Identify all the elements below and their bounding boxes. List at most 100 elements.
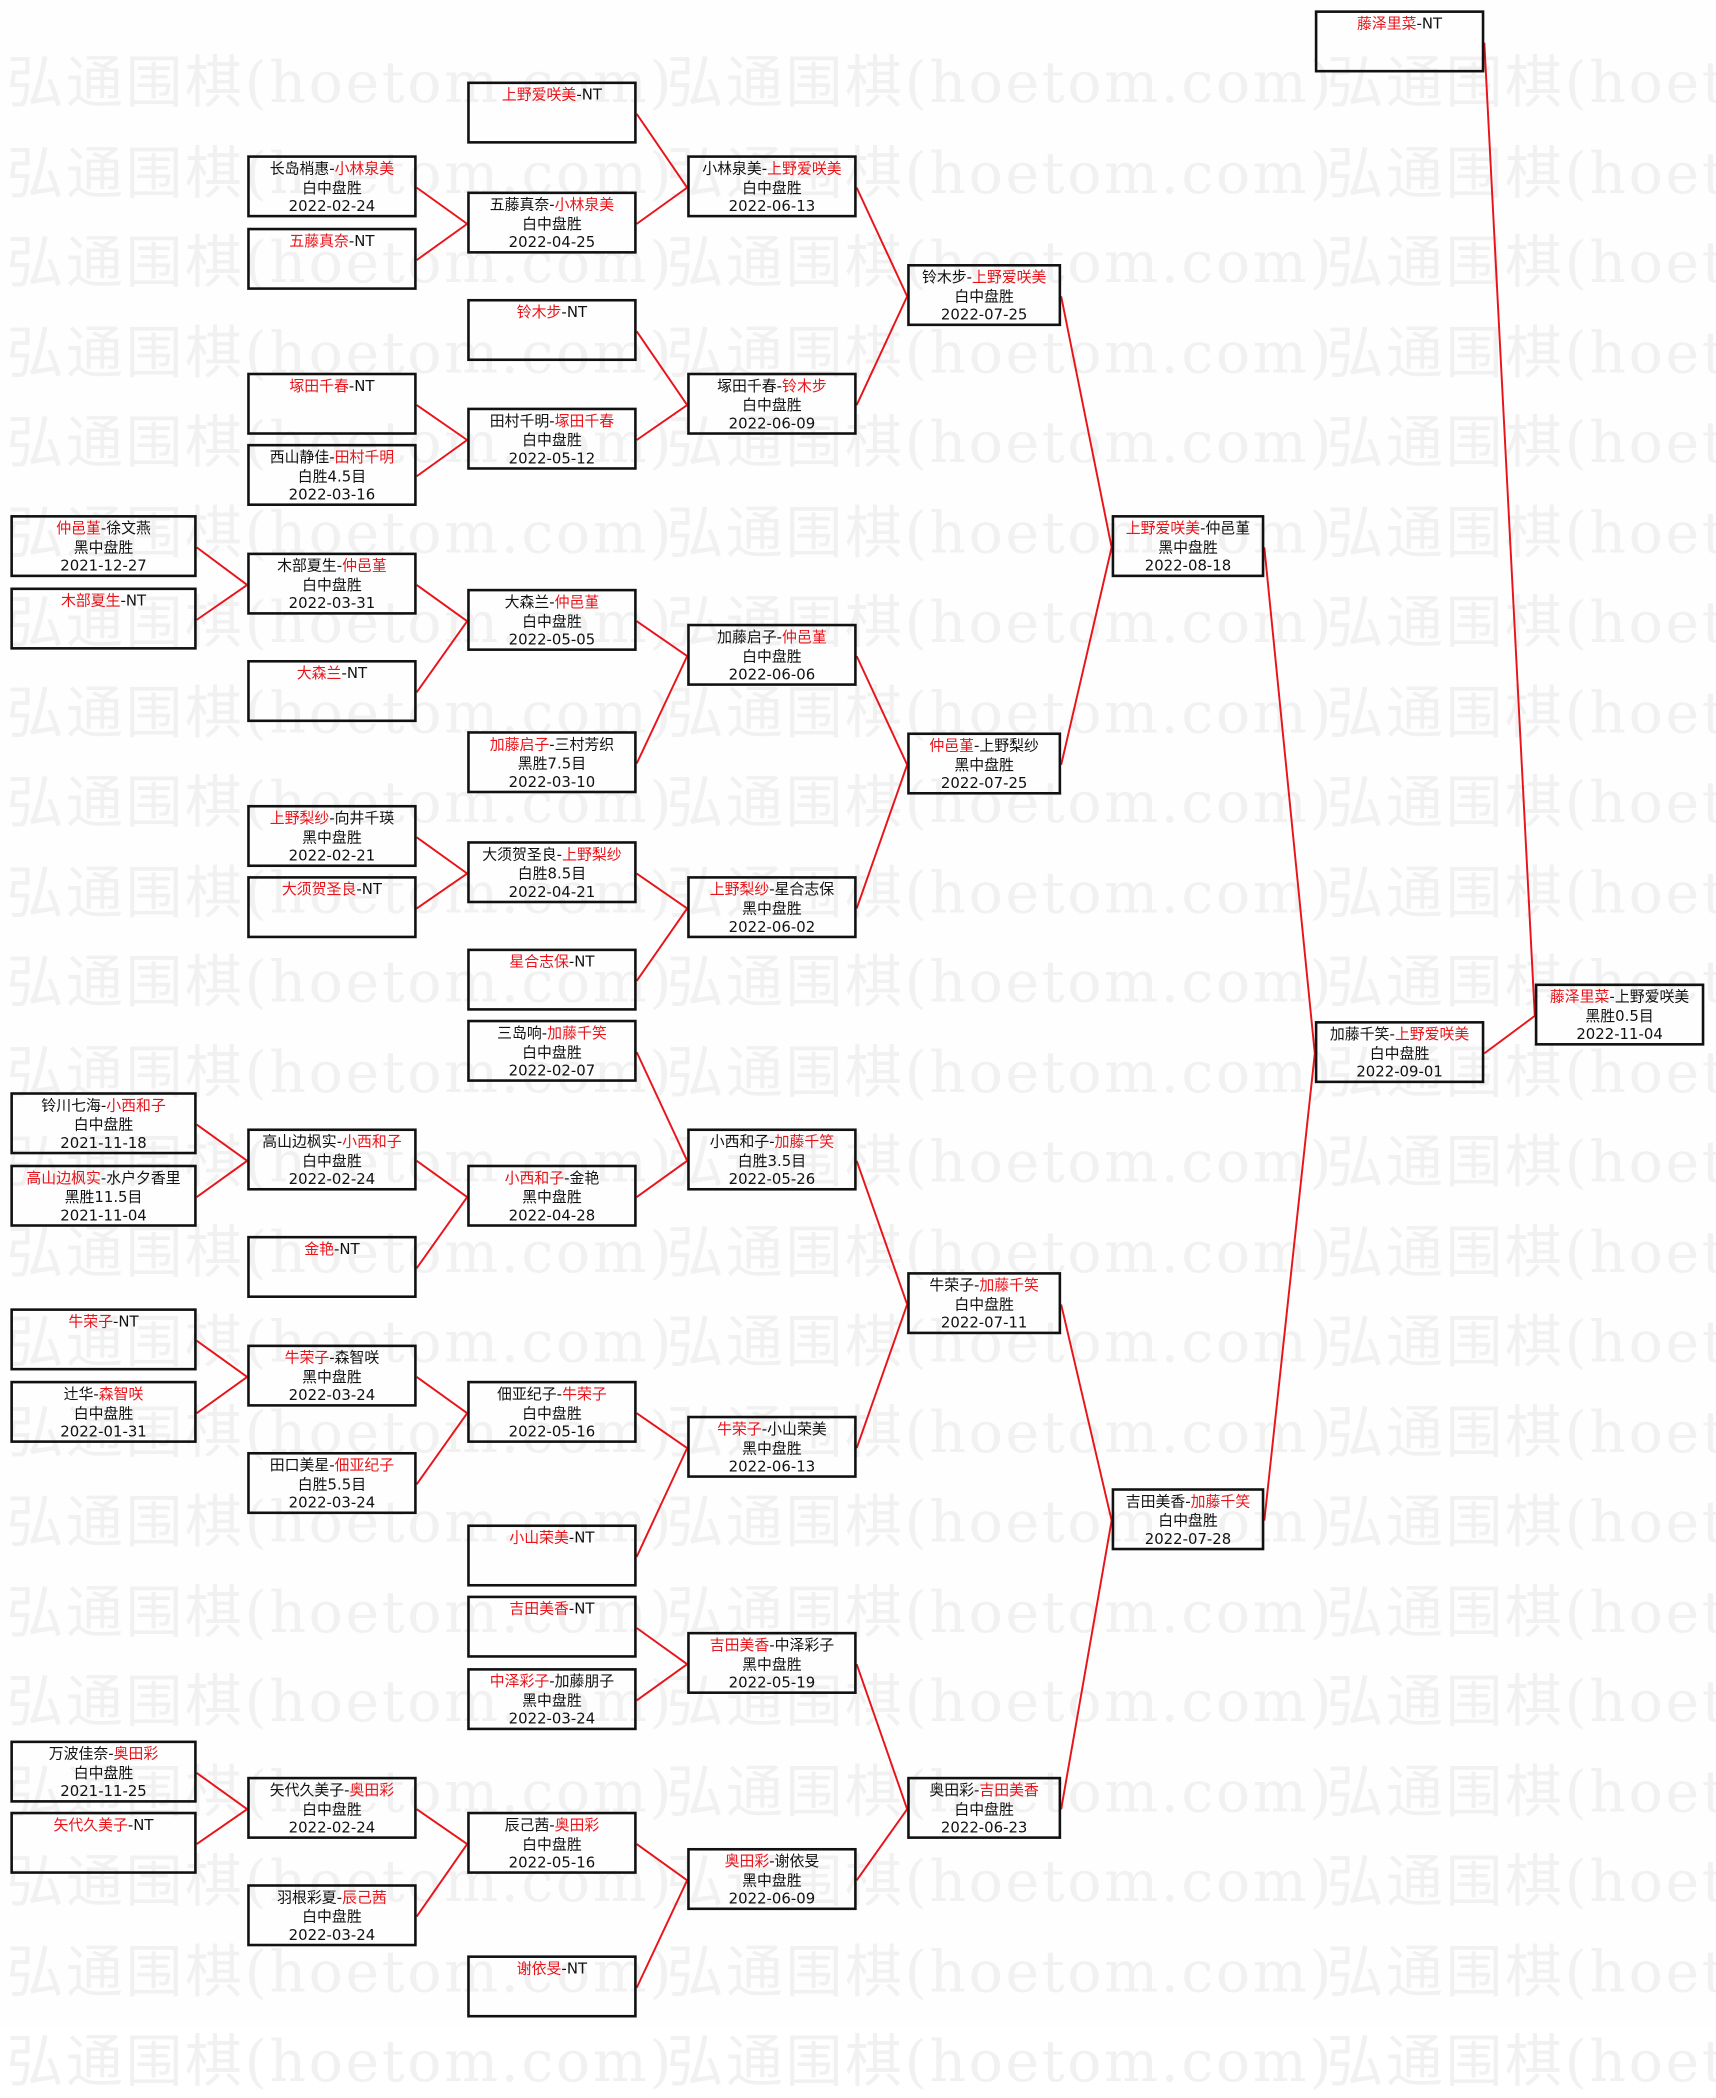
- match-players: 加藤启子-仲邑堇: [690, 628, 854, 647]
- match-box: 牛荣子-NT: [10, 1308, 197, 1371]
- match-result: 白中盘胜: [1158, 1510, 1218, 1529]
- match-result: 黑中盘胜: [742, 1654, 802, 1673]
- match-date: 2022-03-24: [508, 1709, 596, 1728]
- player-two: 仲邑堇: [782, 627, 827, 646]
- player-two: NT: [574, 1599, 595, 1618]
- bracket-connector: [636, 872, 688, 910]
- match-players: 仲邑堇-徐文燕: [13, 519, 194, 538]
- bracket-connector: [635, 113, 688, 189]
- player-one: 小西和子: [504, 1168, 565, 1187]
- match-date: 2021-12-27: [60, 556, 147, 575]
- match-players: 木部夏生-仲邑堇: [250, 556, 414, 575]
- match-players: 铃木步-上野爱咲美: [910, 268, 1059, 287]
- match-result: 白胜8.5目: [517, 863, 587, 882]
- separator: -: [561, 1959, 567, 1978]
- match-date: 2021-11-04: [60, 1206, 147, 1225]
- match-players: 小林泉美-上野爱咲美: [690, 159, 854, 178]
- player-two: 小山荣美: [767, 1419, 827, 1438]
- player-one: 牛荣子: [68, 1312, 114, 1331]
- match-date: 2022-06-06: [728, 665, 816, 684]
- bracket-connector: [196, 1808, 248, 1845]
- player-one: 金艳: [304, 1239, 334, 1258]
- separator: -: [761, 159, 768, 178]
- match-date: 2022-06-09: [728, 1889, 816, 1908]
- match-date: 2022-01-31: [60, 1422, 147, 1441]
- separator: -: [336, 1132, 343, 1151]
- match-players: 中泽彩子-加藤朋子: [470, 1672, 634, 1691]
- bracket-connector: [196, 1772, 248, 1810]
- match-players: 小西和子-金艳: [470, 1169, 634, 1188]
- player-one: 万波佳奈: [48, 1744, 109, 1763]
- bracket-connector: [636, 186, 688, 225]
- match-date: 2022-07-28: [1144, 1529, 1232, 1548]
- player-one: 牛荣子: [717, 1419, 762, 1438]
- match-result: 黑中盘胜: [1158, 537, 1218, 556]
- player-one: 奥田彩: [929, 1780, 975, 1799]
- match-date: 2022-03-24: [288, 1925, 376, 1944]
- match-players: 高山边枫实-水户夕香里: [13, 1169, 194, 1188]
- match-result: 白中盘胜: [302, 177, 362, 197]
- bracket-connector: [636, 404, 688, 441]
- match-players: 牛荣子-小山荣美: [690, 1420, 854, 1439]
- match-box: 上野爱咲美-NT: [467, 81, 637, 144]
- player-two: 森智咲: [98, 1384, 144, 1403]
- separator: -: [776, 376, 783, 395]
- player-two: NT: [581, 85, 602, 104]
- bracket-connector: [416, 584, 468, 622]
- match-box: 小山荣美-NT: [467, 1524, 637, 1587]
- player-two: 向井千瑛: [334, 808, 395, 827]
- match-players: 吉田美香-加藤千笑: [1114, 1492, 1262, 1511]
- separator: -: [356, 879, 362, 899]
- player-one: 上野爱咲美: [501, 85, 577, 104]
- match-result: 黑胜11.5目: [64, 1187, 143, 1206]
- match-players: 铃川七海-小西和子: [13, 1096, 194, 1115]
- bracket-connector: [855, 1808, 908, 1881]
- match-players: 奥田彩-谢依旻: [690, 1852, 854, 1871]
- match-players: 小西和子-加藤千笑: [690, 1132, 854, 1151]
- player-one: 大须贺圣良: [482, 845, 557, 864]
- bracket-connector: [636, 620, 688, 657]
- match-date: 2022-06-13: [728, 1457, 816, 1476]
- player-one: 辰己茜: [504, 1815, 550, 1834]
- player-one: 塚田千春: [289, 376, 349, 395]
- player-one: 铃川七海: [41, 1096, 101, 1115]
- player-two: 上野梨纱: [979, 736, 1039, 755]
- bracket-connector: [415, 620, 468, 693]
- player-one: 谢依旻: [516, 1959, 562, 1978]
- player-two: NT: [118, 1312, 139, 1331]
- match-result: 黑中盘胜: [302, 827, 362, 846]
- player-two: 谢依旻: [774, 1851, 820, 1870]
- player-one: 上野梨纱: [709, 879, 770, 899]
- match-players: 吉田美香-NT: [470, 1600, 634, 1619]
- player-one: 仲邑堇: [929, 736, 975, 755]
- player-one: 吉田美香: [709, 1635, 770, 1654]
- match-players: 上野梨纱-向井千瑛: [250, 809, 414, 828]
- match-date: 2022-05-16: [508, 1853, 596, 1872]
- match-date: 2022-06-09: [728, 414, 816, 433]
- match-players: 吉田美香-中泽彩子: [690, 1636, 854, 1655]
- player-one: 西山静佳: [269, 447, 330, 466]
- player-two: 加藤朋子: [554, 1671, 615, 1691]
- match-box: 大森兰-NT: [247, 659, 417, 723]
- match-date: 2022-11-04: [1576, 1024, 1663, 1044]
- bracket-connector: [416, 836, 468, 875]
- player-two: 上野爱咲美: [1394, 1024, 1470, 1044]
- separator: -: [329, 447, 335, 466]
- bracket-connector: [1483, 42, 1536, 1016]
- player-one: 高山边枫实: [26, 1168, 101, 1187]
- match-date: 2022-06-02: [728, 917, 816, 936]
- bracket-connector: [1060, 296, 1113, 548]
- match-date: 2021-11-25: [60, 1781, 147, 1801]
- separator: -: [769, 1635, 775, 1654]
- match-players: 大森兰-NT: [250, 664, 414, 683]
